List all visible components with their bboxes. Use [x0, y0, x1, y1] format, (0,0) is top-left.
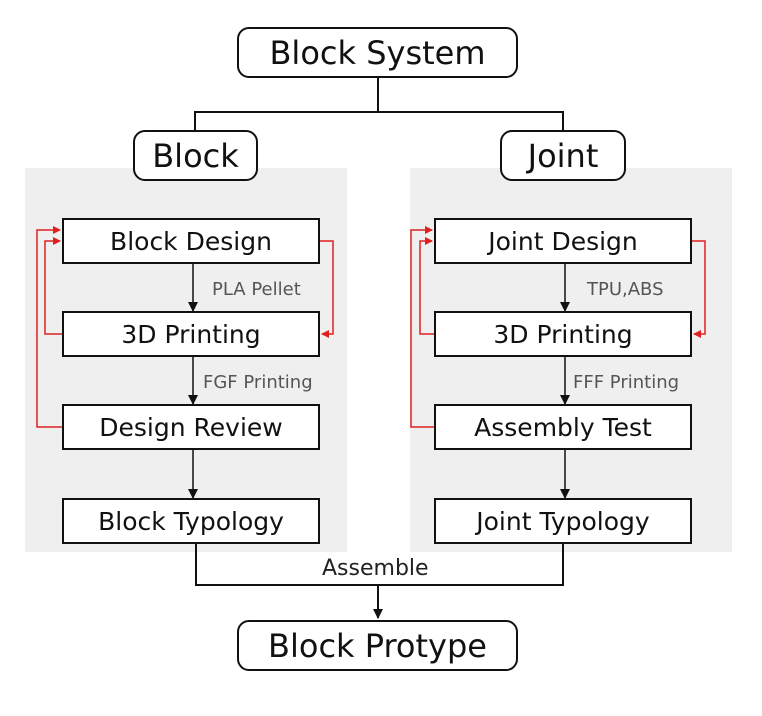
assembly-test-step: Assembly Test: [434, 404, 692, 450]
feedback-joint-design-to-printing: [692, 240, 706, 338]
block-protype-node: Block Protype: [237, 620, 518, 671]
joint-typology-step: Joint Typology: [434, 498, 692, 544]
block-system-node: Block System: [237, 27, 518, 78]
feedback-block-review-to-design: [36, 226, 62, 428]
edge-label-fgf-printing: FGF Printing: [203, 372, 313, 393]
feedback-joint-printing-to-design: [419, 237, 434, 335]
assemble-label: Assemble: [322, 556, 429, 581]
feedback-joint-test-to-design: [410, 226, 434, 428]
feedback-block-printing-to-design: [44, 237, 62, 335]
joint-node: Joint: [500, 130, 626, 181]
edge-label-tpu-abs: TPU,ABS: [587, 279, 664, 300]
joint-design-step: Joint Design: [434, 218, 692, 264]
design-review-step: Design Review: [62, 404, 320, 450]
edge-label-pla-pellet: PLA Pellet: [212, 279, 301, 300]
joint-3d-printing-step: 3D Printing: [434, 311, 692, 357]
feedback-block-design-to-printing: [320, 240, 334, 338]
merge-connector: [195, 542, 564, 586]
block-node: Block: [133, 130, 258, 181]
edge-label-fff-printing: FFF Printing: [573, 372, 680, 393]
block-3d-printing-step: 3D Printing: [62, 311, 320, 357]
tree-connector: [194, 76, 564, 130]
block-typology-step: Block Typology: [62, 498, 320, 544]
block-design-step: Block Design: [62, 218, 320, 264]
